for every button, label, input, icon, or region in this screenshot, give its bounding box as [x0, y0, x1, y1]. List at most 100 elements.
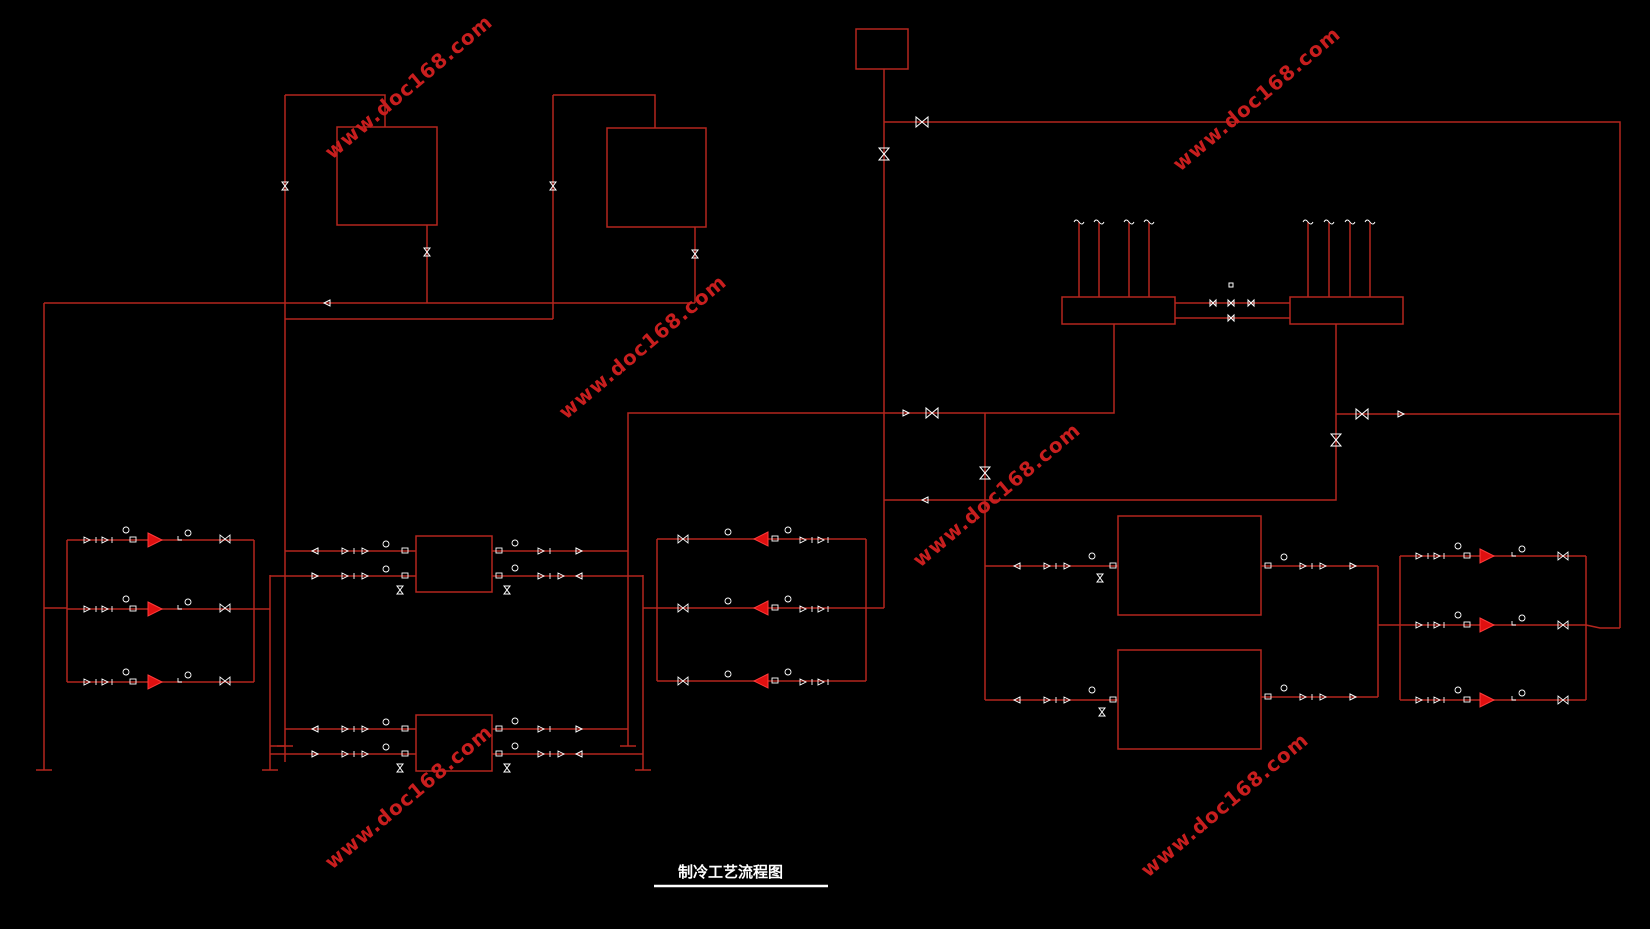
valve-icon [1329, 433, 1343, 447]
gauge-icon [511, 742, 519, 750]
check-arrow-icon [1012, 696, 1021, 704]
watermark: www.doc168.com [554, 270, 731, 424]
valve-icon [219, 603, 231, 613]
check-arrow-icon [1397, 410, 1406, 418]
fitting-row [677, 526, 829, 544]
valve-icon [877, 147, 891, 161]
valve-icons [281, 115, 1369, 773]
valve-icon [691, 249, 699, 259]
valve-icon [915, 115, 929, 129]
gauge-icon [382, 718, 390, 726]
fitting-row [83, 668, 231, 686]
fittings [83, 526, 1569, 758]
coil-icons [1073, 219, 1376, 225]
pump-icon [147, 601, 164, 617]
fitting-row [677, 595, 829, 613]
check-arrow-icon [1012, 562, 1021, 570]
collector-header [1289, 296, 1404, 325]
valve-icon [925, 406, 939, 420]
heat-exchanger-2 [1117, 649, 1262, 750]
valve-icon [281, 181, 289, 191]
gauge-icon [724, 528, 732, 536]
check-arrow-icon [902, 409, 911, 417]
distributor-header [1061, 296, 1176, 325]
pump-icon [752, 673, 769, 689]
gauge-icon [1454, 611, 1462, 619]
coil-icon [1344, 219, 1356, 225]
check-arrow-icon [574, 572, 583, 580]
coil-icon [1143, 219, 1155, 225]
watermark: www.doc168.com [1136, 728, 1313, 882]
watermark: www.doc168.com [320, 10, 497, 164]
valve-icon [396, 763, 404, 773]
fitting-row [1415, 542, 1569, 561]
pump-icon [1479, 692, 1496, 708]
valve-icon [1557, 551, 1569, 561]
gauge-icon [511, 539, 519, 547]
gauge-icon [1280, 553, 1288, 561]
coil-icon [1302, 219, 1314, 225]
cooling-tower-2 [606, 127, 707, 228]
fitting-row [1043, 684, 1328, 704]
gauge-icon [511, 564, 519, 572]
valve-icon [396, 585, 404, 595]
fitting-row [83, 526, 231, 544]
watermark: www.doc168.com [908, 418, 1085, 572]
chiller-2 [415, 714, 493, 772]
gauge-icon [184, 529, 192, 537]
gauge-icon [122, 526, 130, 534]
diagram-title: 制冷工艺流程图 [678, 863, 783, 881]
gauge-icon [1454, 686, 1462, 694]
gauge-icon [184, 671, 192, 679]
valve-icon [219, 676, 231, 686]
check-arrow-icon [311, 750, 320, 758]
fitting-row [341, 717, 566, 758]
check-arrow-icon [310, 725, 319, 733]
valve-icon [1227, 298, 1235, 308]
gauge-icon [122, 668, 130, 676]
pump-icon [1479, 617, 1496, 633]
expansion-tank [855, 28, 909, 70]
pump-icon [147, 532, 164, 548]
fitting-row [83, 595, 231, 613]
pump-icons [147, 531, 1496, 708]
gauge-icon [784, 668, 792, 676]
check-arrow-icons [310, 299, 1406, 758]
cooling-tower-1 [336, 126, 438, 226]
chiller-1 [415, 535, 493, 593]
watermark: www.doc168.com [1168, 22, 1345, 176]
fitting-row [1415, 686, 1569, 705]
valve-icon [978, 466, 992, 480]
gauge-icon [382, 540, 390, 548]
gauge-icon [511, 717, 519, 725]
check-arrow-icon [575, 547, 584, 555]
pump-icon [752, 531, 769, 547]
coil-icon [1093, 219, 1105, 225]
gauge-icon [122, 595, 130, 603]
fitting-row [1043, 552, 1328, 570]
gauge-icon [1518, 614, 1526, 622]
valve-icon [1209, 298, 1217, 308]
valve-icon [423, 247, 431, 257]
check-arrow-icon [1349, 693, 1358, 701]
gauge-icon [1454, 542, 1462, 550]
valve-icon [1557, 695, 1569, 705]
coil-icon [1073, 219, 1085, 225]
valve-icon [1227, 313, 1235, 323]
valve-icon [503, 585, 511, 595]
gauge-icon [1518, 545, 1526, 553]
gauge-icon [184, 598, 192, 606]
pump-icon [752, 600, 769, 616]
gauge-icon [1280, 684, 1288, 692]
valve-icon [1557, 620, 1569, 630]
gauge-icon [1518, 689, 1526, 697]
coil-icon [1323, 219, 1335, 225]
gauge-icon [382, 565, 390, 573]
fitting-row [677, 668, 829, 686]
gauge-icon [382, 743, 390, 751]
watermark: www.doc168.com [320, 720, 497, 874]
valve-icon [503, 763, 511, 773]
valve-icon [677, 676, 689, 686]
pump-icon [147, 674, 164, 690]
